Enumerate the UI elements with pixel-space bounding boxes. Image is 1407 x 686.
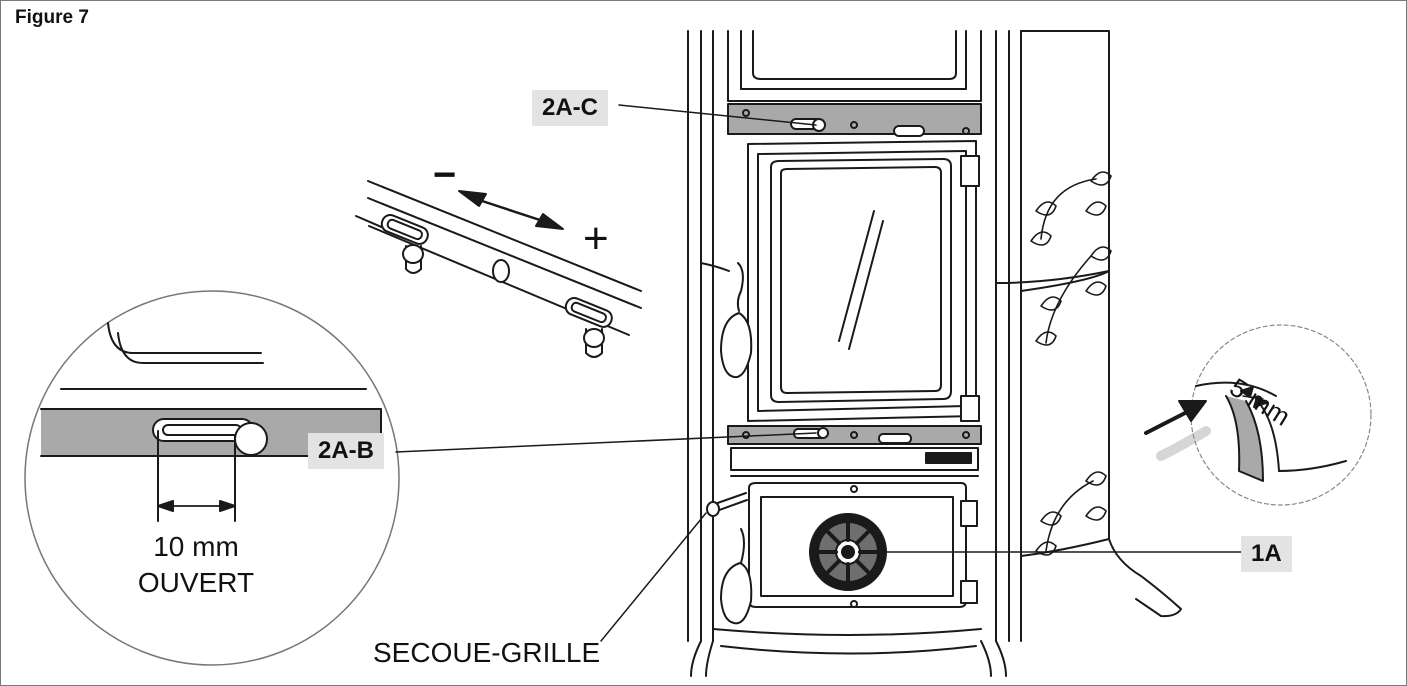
lower-vent-strip [727,425,982,445]
upper-door-handle [720,262,753,379]
magnifier-gap [1144,324,1372,506]
rail-detail [355,180,642,358]
label-1a: 1A [1241,536,1292,572]
label-2a-c: 2A-C [532,90,609,126]
open-state-label: OUVERT [137,567,255,598]
fire-door [747,140,980,422]
air-regulator-dial [809,513,887,591]
minus-sign: − [433,153,457,197]
grate-shaker-rod [706,492,748,517]
open-measure-label: 10 mm [153,531,239,562]
ash-door [730,475,979,608]
plus-sign: + [583,214,609,263]
upper-vent-strip [727,103,982,135]
leader-lines [395,104,1242,642]
stove-body [687,30,1182,677]
figure-title: Figure 7 [15,7,89,28]
grate-shaker-label: SECOUE-GRILLE [373,637,601,668]
label-2a-b: 2A-B [308,433,385,469]
side-ornaments [1030,171,1112,556]
lower-door-handle [720,528,753,625]
top-panel [727,30,982,102]
magnifier-open [24,290,400,666]
